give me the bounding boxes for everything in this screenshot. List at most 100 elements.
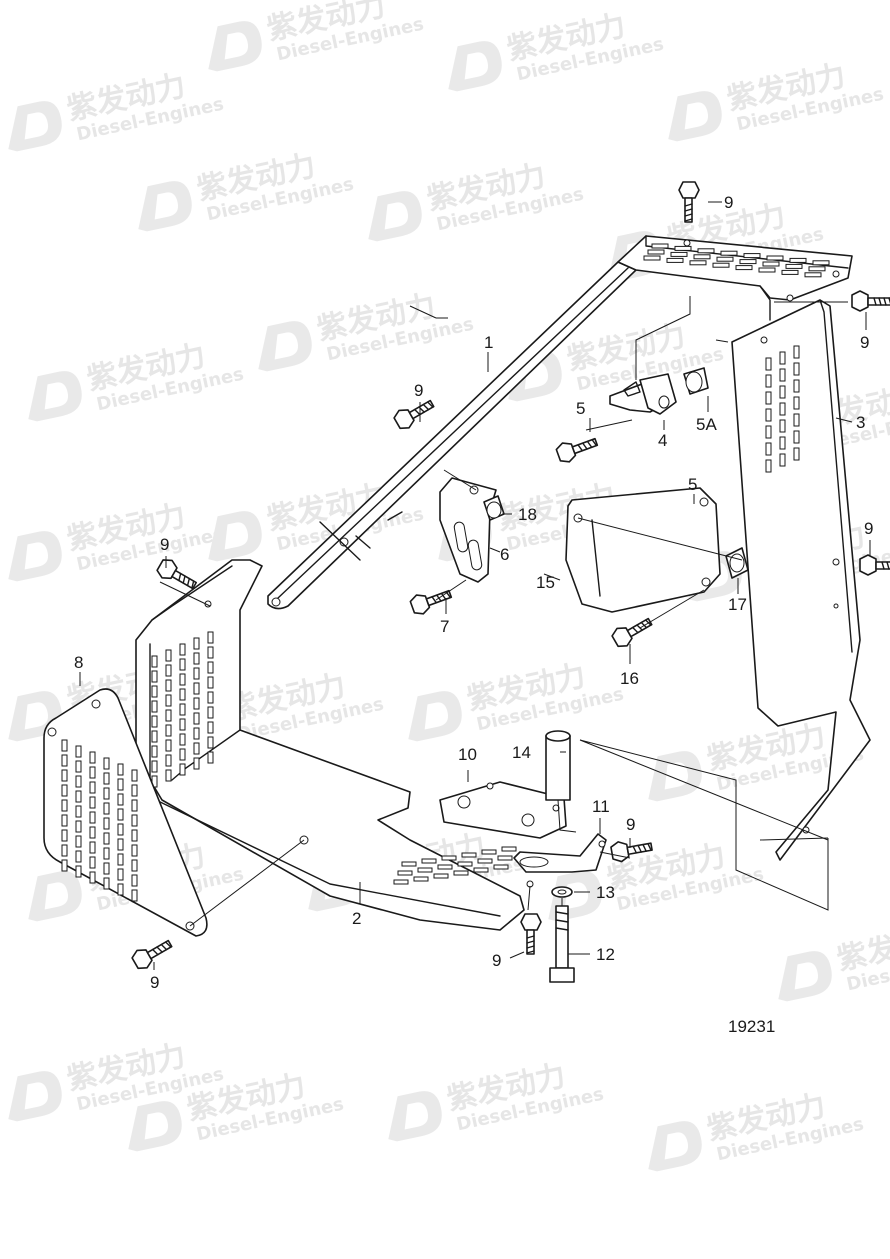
vent-slot (793, 447, 800, 461)
vent-slot (179, 658, 186, 671)
vent-slot (793, 345, 800, 359)
vent-slot (779, 453, 786, 467)
vent-slot (779, 368, 786, 382)
vent-slot (433, 873, 449, 879)
callout-13: 13 (596, 883, 615, 902)
vent-slot (117, 868, 124, 881)
vent-slot (793, 362, 800, 376)
hex-bolt (555, 437, 599, 463)
callout-4: 4 (658, 431, 667, 450)
vent-slot (131, 814, 138, 827)
vent-slot (75, 865, 82, 878)
vent-slot (165, 694, 172, 707)
vent-slot (165, 739, 172, 752)
vent-slot (193, 682, 200, 695)
bolts (131, 181, 890, 970)
vent-slot (453, 870, 469, 876)
vent-slot (765, 408, 772, 422)
vent-slot (779, 402, 786, 416)
vent-slot (75, 760, 82, 773)
vent-slot (793, 396, 800, 410)
vent-slot (207, 646, 214, 659)
vent-slot (207, 661, 214, 674)
hex-bolt (131, 939, 173, 970)
diagram-number: 19231 (728, 1017, 775, 1036)
part-10-plate (439, 781, 567, 839)
vent-slot (117, 838, 124, 851)
callout-14: 14 (512, 743, 531, 762)
vent-slot (165, 649, 172, 662)
vent-slot (720, 250, 738, 256)
vent-slot (151, 700, 158, 713)
vent-slot (75, 850, 82, 863)
hex-bolt (156, 559, 198, 590)
vent-slot (131, 889, 138, 902)
vent-slot (61, 814, 68, 827)
callout-8: 8 (74, 653, 83, 672)
vent-slot (117, 778, 124, 791)
vent-slot (758, 267, 776, 273)
vent-slot (501, 846, 517, 852)
vent-slot (165, 664, 172, 677)
vent-slot (61, 784, 68, 797)
hex-bolt (611, 617, 653, 648)
vent-slot (437, 864, 453, 870)
vent-slot (739, 259, 757, 265)
vent-slot (131, 829, 138, 842)
vent-slot (89, 766, 96, 779)
vent-slot (207, 736, 214, 749)
vent-slot (117, 823, 124, 836)
vent-slot (193, 697, 200, 710)
vent-slot (103, 817, 110, 830)
vent-slot (179, 748, 186, 761)
vent-slot (131, 784, 138, 797)
vent-slot (397, 870, 413, 876)
vent-slot (117, 793, 124, 806)
vent-slot (765, 425, 772, 439)
vent-slot (179, 643, 186, 656)
vent-slot (179, 703, 186, 716)
callout-3: 3 (856, 413, 865, 432)
vent-slot (207, 631, 214, 644)
vent-slot (674, 245, 692, 251)
vent-slot (61, 829, 68, 842)
vent-slot (75, 775, 82, 788)
vent-slot (117, 763, 124, 776)
vent-slot (401, 861, 417, 867)
vent-slot (417, 867, 433, 873)
vent-slot (765, 374, 772, 388)
vent-slot (75, 805, 82, 818)
hex-bolt (520, 913, 542, 955)
vent-slot (779, 385, 786, 399)
callout-10: 10 (458, 745, 477, 764)
vent-slot (117, 808, 124, 821)
callout-7: 7 (440, 617, 449, 636)
callout-6: 6 (500, 545, 509, 564)
vent-slot (61, 754, 68, 767)
vent-slot (103, 877, 110, 890)
vent-slot (151, 730, 158, 743)
vent-slot (179, 718, 186, 731)
vent-slot (765, 459, 772, 473)
vent-slot (716, 256, 734, 262)
vent-slot (179, 673, 186, 686)
vent-slot (193, 667, 200, 680)
vent-slot (75, 835, 82, 848)
vent-slot (647, 249, 665, 255)
vent-slot (61, 799, 68, 812)
vent-slot (670, 251, 688, 257)
part-15-plate (565, 487, 749, 613)
callout-5-top: 5 (576, 399, 585, 418)
vent-slot (151, 655, 158, 668)
vent-slot (421, 858, 437, 864)
callout-labels: 1 2 3 4 5 5 5A 6 7 8 9 9 9 9 9 9 9 9 10 … (74, 193, 873, 992)
vent-slot (477, 858, 493, 864)
callout-12: 12 (596, 945, 615, 964)
vent-slot (151, 745, 158, 758)
vent-slot (165, 709, 172, 722)
hex-bolt (859, 554, 890, 576)
